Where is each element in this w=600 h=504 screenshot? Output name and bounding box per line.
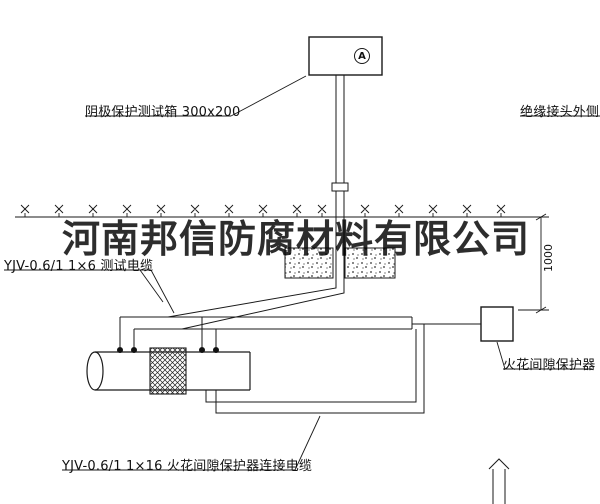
concrete-block-right bbox=[344, 247, 396, 279]
test-box bbox=[308, 36, 383, 76]
test-cable-run-1 bbox=[167, 281, 337, 318]
test-cable-label: YJV-0.6/1 1×6 测试电缆 bbox=[4, 259, 154, 274]
pipeline bbox=[86, 347, 251, 395]
cable-weld-points bbox=[117, 347, 219, 353]
label-underlines-leaders bbox=[4, 75, 600, 471]
cable-risers bbox=[119, 317, 217, 348]
partial-detail-symbol bbox=[488, 458, 510, 504]
protector-cable-label-leader bbox=[62, 415, 321, 471]
concrete-blocks bbox=[284, 247, 396, 279]
concrete-block-left bbox=[284, 247, 334, 279]
test-cable-run-2 bbox=[181, 281, 345, 330]
ground-surface-symbols bbox=[20, 204, 506, 217]
conduit bbox=[331, 75, 349, 281]
protector-inlet bbox=[411, 317, 481, 329]
protector-cable-label: YJV-0.6/1 1×16 火花间隙保护器连接电缆 bbox=[62, 459, 313, 474]
protector-cable-run-1 bbox=[205, 329, 417, 403]
ammeter-circle-icon bbox=[354, 48, 370, 64]
cables bbox=[119, 281, 481, 414]
test-box-label: 阴极保护测试箱 300x200 bbox=[85, 105, 241, 120]
protector-label-leader bbox=[496, 341, 592, 370]
test-box-label-leader bbox=[85, 75, 307, 117]
ground-line bbox=[15, 204, 530, 218]
pipe-end-cap bbox=[86, 351, 104, 391]
test-cable-label-leader bbox=[4, 269, 175, 314]
insulated-joint-cable-label: 绝缘接头外侧电缆 bbox=[520, 105, 600, 120]
spark-gap-protector-label: 火花间隙保护器 bbox=[503, 358, 596, 373]
cable-bus-upper bbox=[120, 316, 412, 330]
ammeter-letter: A bbox=[358, 51, 366, 62]
insulating-joint bbox=[149, 347, 187, 395]
dimension-1000-text: 1000 bbox=[542, 244, 555, 272]
protector-cable-run-2 bbox=[215, 324, 425, 414]
spark-gap-protector bbox=[480, 306, 514, 342]
watermark: 河南邦信防腐材料有限公司 bbox=[62, 216, 531, 261]
dimension-lines bbox=[518, 213, 549, 314]
conduit-coupling bbox=[331, 182, 349, 192]
